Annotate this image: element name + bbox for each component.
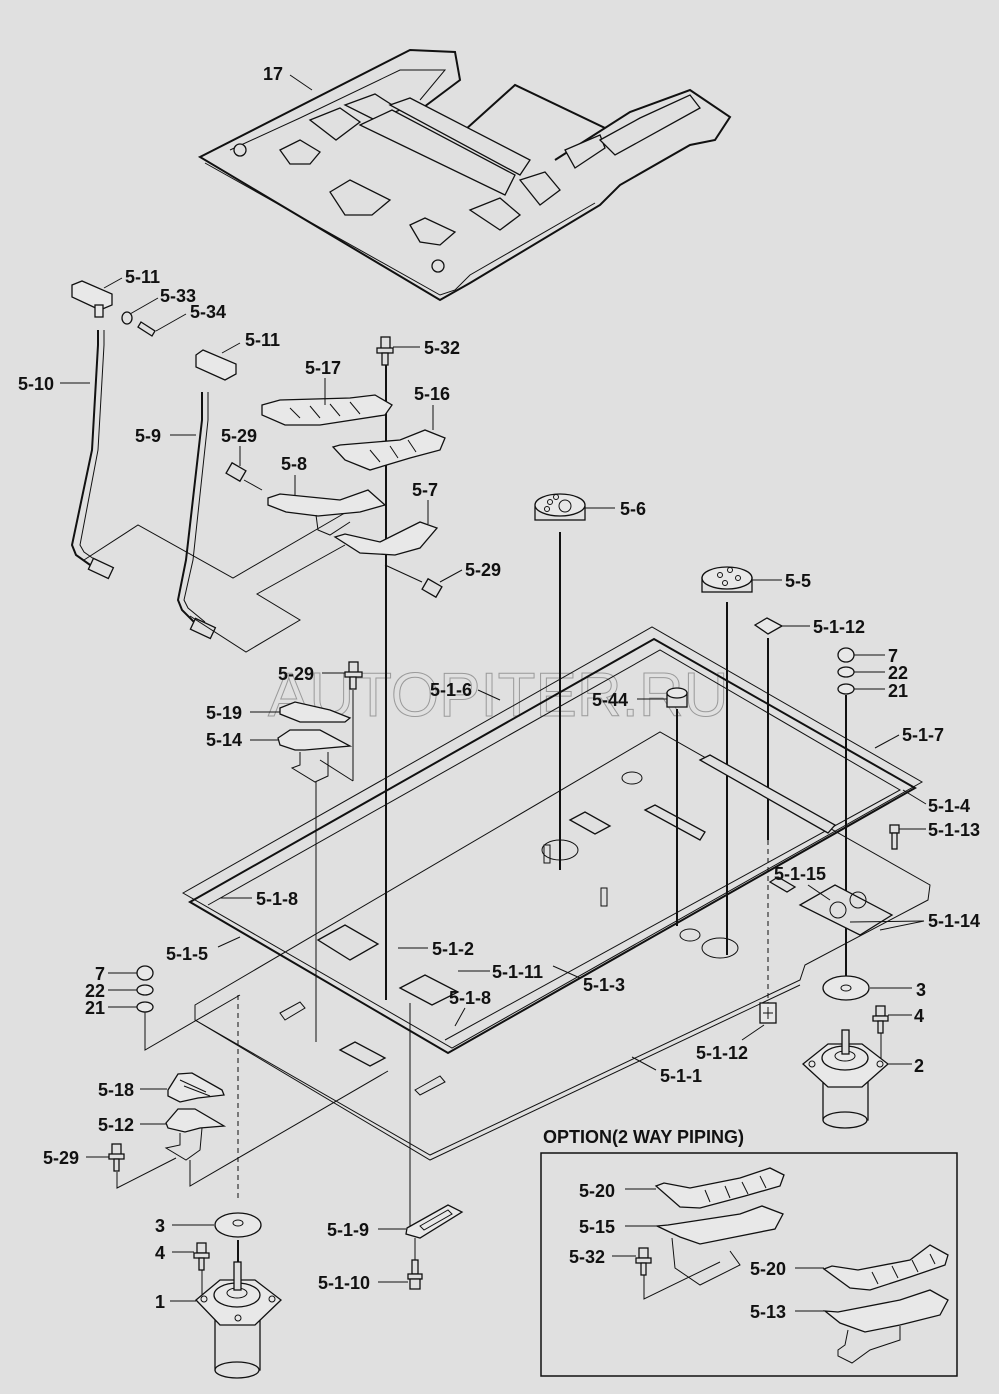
label-22-b: 22 xyxy=(85,981,105,1001)
pedal-pad-5-19 xyxy=(279,701,352,723)
pad-5-1-12-bottom xyxy=(759,1002,777,1024)
label-5-29-c: 5-29 xyxy=(278,664,314,684)
label-5-1-4: 5-1-4 xyxy=(928,796,970,816)
label-3-a: 3 xyxy=(916,980,926,1000)
label-5-1-15: 5-1-15 xyxy=(774,864,826,884)
label-5-29-a: 5-29 xyxy=(221,426,257,446)
bolt-5-1-10 xyxy=(407,1259,423,1290)
pedal-pad-5-17 xyxy=(261,394,393,426)
bolt-5-32 xyxy=(376,336,394,366)
label-5-1-12-a: 5-1-12 xyxy=(813,617,865,637)
label-5-17: 5-17 xyxy=(305,358,341,378)
label-5-44: 5-44 xyxy=(592,690,628,710)
washer-3-left xyxy=(214,1212,262,1238)
label-5-1-12-b: 5-1-12 xyxy=(696,1043,748,1063)
engine-mount-1 xyxy=(195,1261,282,1379)
label-5-14: 5-14 xyxy=(206,730,242,750)
label-5-1-7: 5-1-7 xyxy=(902,725,944,745)
floor-mat-17 xyxy=(197,48,732,302)
label-5-1-14: 5-1-14 xyxy=(928,911,980,931)
bracket-5-12 xyxy=(165,1108,227,1133)
bolt-5-29-c xyxy=(344,661,363,690)
label-2: 2 xyxy=(914,1056,924,1076)
bracket-5-8 xyxy=(267,489,387,517)
label-3-b: 3 xyxy=(155,1216,165,1236)
label-4-a: 4 xyxy=(914,1006,924,1026)
bracket-5-7 xyxy=(333,521,439,556)
pedal-pad-5-20-b xyxy=(822,1244,949,1291)
pedal-pad-5-16 xyxy=(331,429,446,471)
engine-mount-2 xyxy=(802,1029,890,1129)
label-5-1-11: 5-1-11 xyxy=(492,962,543,982)
bracket-5-13 xyxy=(822,1289,949,1333)
label-21-a: 21 xyxy=(888,681,908,701)
label-5-1-1: 5-1-1 xyxy=(660,1066,702,1086)
plate-5-1-9 xyxy=(405,1204,464,1239)
label-5-29-d: 5-29 xyxy=(43,1148,79,1168)
washer-3-right xyxy=(822,975,870,1001)
bolt-5-1-13 xyxy=(889,824,900,850)
label-5-13: 5-13 xyxy=(750,1302,786,1322)
label-5-7: 5-7 xyxy=(412,480,438,500)
label-17: 17 xyxy=(263,64,283,84)
label-5-29-b: 5-29 xyxy=(465,560,501,580)
label-5-11-a: 5-11 xyxy=(125,267,160,287)
label-5-10: 5-10 xyxy=(18,374,54,394)
label-5-32-b: 5-32 xyxy=(569,1247,605,1267)
label-5-1-9: 5-1-9 xyxy=(327,1220,369,1240)
label-5-1-13: 5-1-13 xyxy=(928,820,980,840)
label-5-8: 5-8 xyxy=(281,454,307,474)
floor-frame-5-1 xyxy=(181,626,924,1055)
bolt-5-29-d xyxy=(108,1143,125,1172)
lever-rod-5-9 xyxy=(176,392,203,629)
label-1: 1 xyxy=(155,1292,165,1312)
bolt-4-left xyxy=(193,1242,210,1271)
label-7-b: 7 xyxy=(95,964,105,984)
label-5-19: 5-19 xyxy=(206,703,242,723)
label-5-20-a: 5-20 xyxy=(579,1181,615,1201)
label-5-6: 5-6 xyxy=(620,499,646,519)
label-5-20-b: 5-20 xyxy=(750,1259,786,1279)
grommet-5-5 xyxy=(701,566,753,593)
label-5-1-8-a: 5-1-8 xyxy=(256,889,298,909)
pedal-pad-5-20-a xyxy=(654,1167,785,1209)
label-4-b: 4 xyxy=(155,1243,165,1263)
bracket-5-1-15 xyxy=(768,876,797,893)
label-5-1-10: 5-1-10 xyxy=(318,1273,370,1293)
grommet-5-44 xyxy=(666,687,688,708)
nut-washer-stack-left xyxy=(136,965,154,1013)
label-5-16: 5-16 xyxy=(414,384,450,404)
label-5-9: 5-9 xyxy=(135,426,161,446)
floor-plate-5-1-1 xyxy=(194,731,931,1161)
label-5-34: 5-34 xyxy=(190,302,226,322)
option-box-title: OPTION(2 WAY PIPING) xyxy=(543,1127,744,1147)
label-5-1-8-b: 5-1-8 xyxy=(449,988,491,1008)
label-5-32-a: 5-32 xyxy=(424,338,460,358)
bracket-5-15 xyxy=(654,1205,784,1245)
label-7-a: 7 xyxy=(888,646,898,666)
label-5-12: 5-12 xyxy=(98,1115,134,1135)
nut-washer-stack-right xyxy=(837,647,855,695)
label-21-b: 21 xyxy=(85,998,105,1018)
label-22-a: 22 xyxy=(888,663,908,683)
bolt-4-right xyxy=(872,1005,889,1034)
option-box: OPTION(2 WAY PIPING) 5-20 5-15 5-32 5-20… xyxy=(540,1127,958,1377)
label-5-1-3: 5-1-3 xyxy=(583,975,625,995)
grommet-5-6 xyxy=(534,493,586,521)
bolt-5-29-a xyxy=(225,461,263,491)
bracket-5-14 xyxy=(277,729,353,751)
pad-5-1-12-top xyxy=(753,617,784,635)
label-5-1-6: 5-1-6 xyxy=(430,680,472,700)
label-5-18: 5-18 xyxy=(98,1080,134,1100)
label-5-1-2: 5-1-2 xyxy=(432,939,474,959)
label-5-1-5: 5-1-5 xyxy=(166,944,208,964)
lever-knob-5-11-right xyxy=(195,349,237,381)
bolt-5-29-b xyxy=(421,577,443,599)
label-5-11-b: 5-11 xyxy=(245,330,280,350)
lever-knob-5-11-left xyxy=(71,280,156,337)
lever-rod-5-10 xyxy=(70,330,101,573)
label-5-33: 5-33 xyxy=(160,286,196,306)
label-5-5: 5-5 xyxy=(785,571,811,591)
label-5-15: 5-15 xyxy=(579,1217,615,1237)
